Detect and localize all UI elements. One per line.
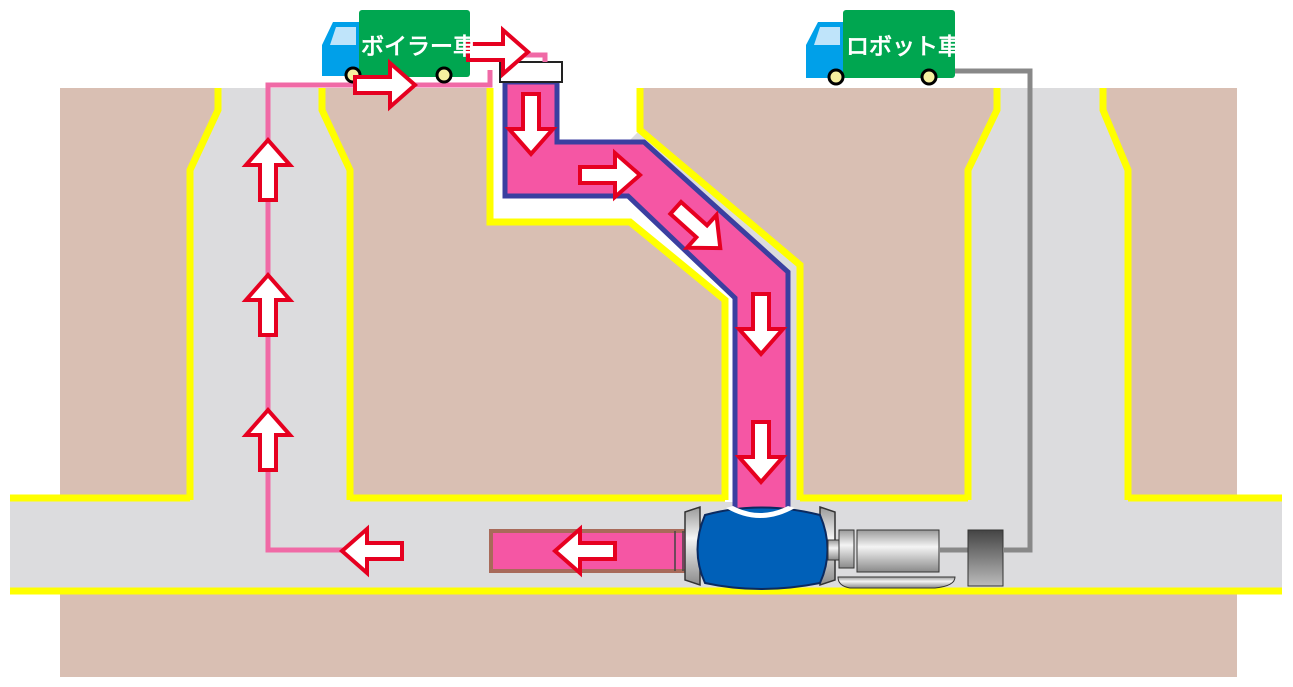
right-manhole (968, 88, 1128, 502)
inlet-cap (499, 61, 563, 83)
return-hose (265, 70, 493, 553)
lining-robot (684, 505, 1004, 590)
boiler-truck-label: ボイラー車 (361, 34, 476, 60)
robot-truck (806, 10, 955, 86)
boiler-truck (322, 10, 470, 84)
control-unit (967, 529, 1004, 587)
robot-truck-label: ロボット車 (846, 34, 961, 60)
robot-cable (950, 68, 1033, 553)
